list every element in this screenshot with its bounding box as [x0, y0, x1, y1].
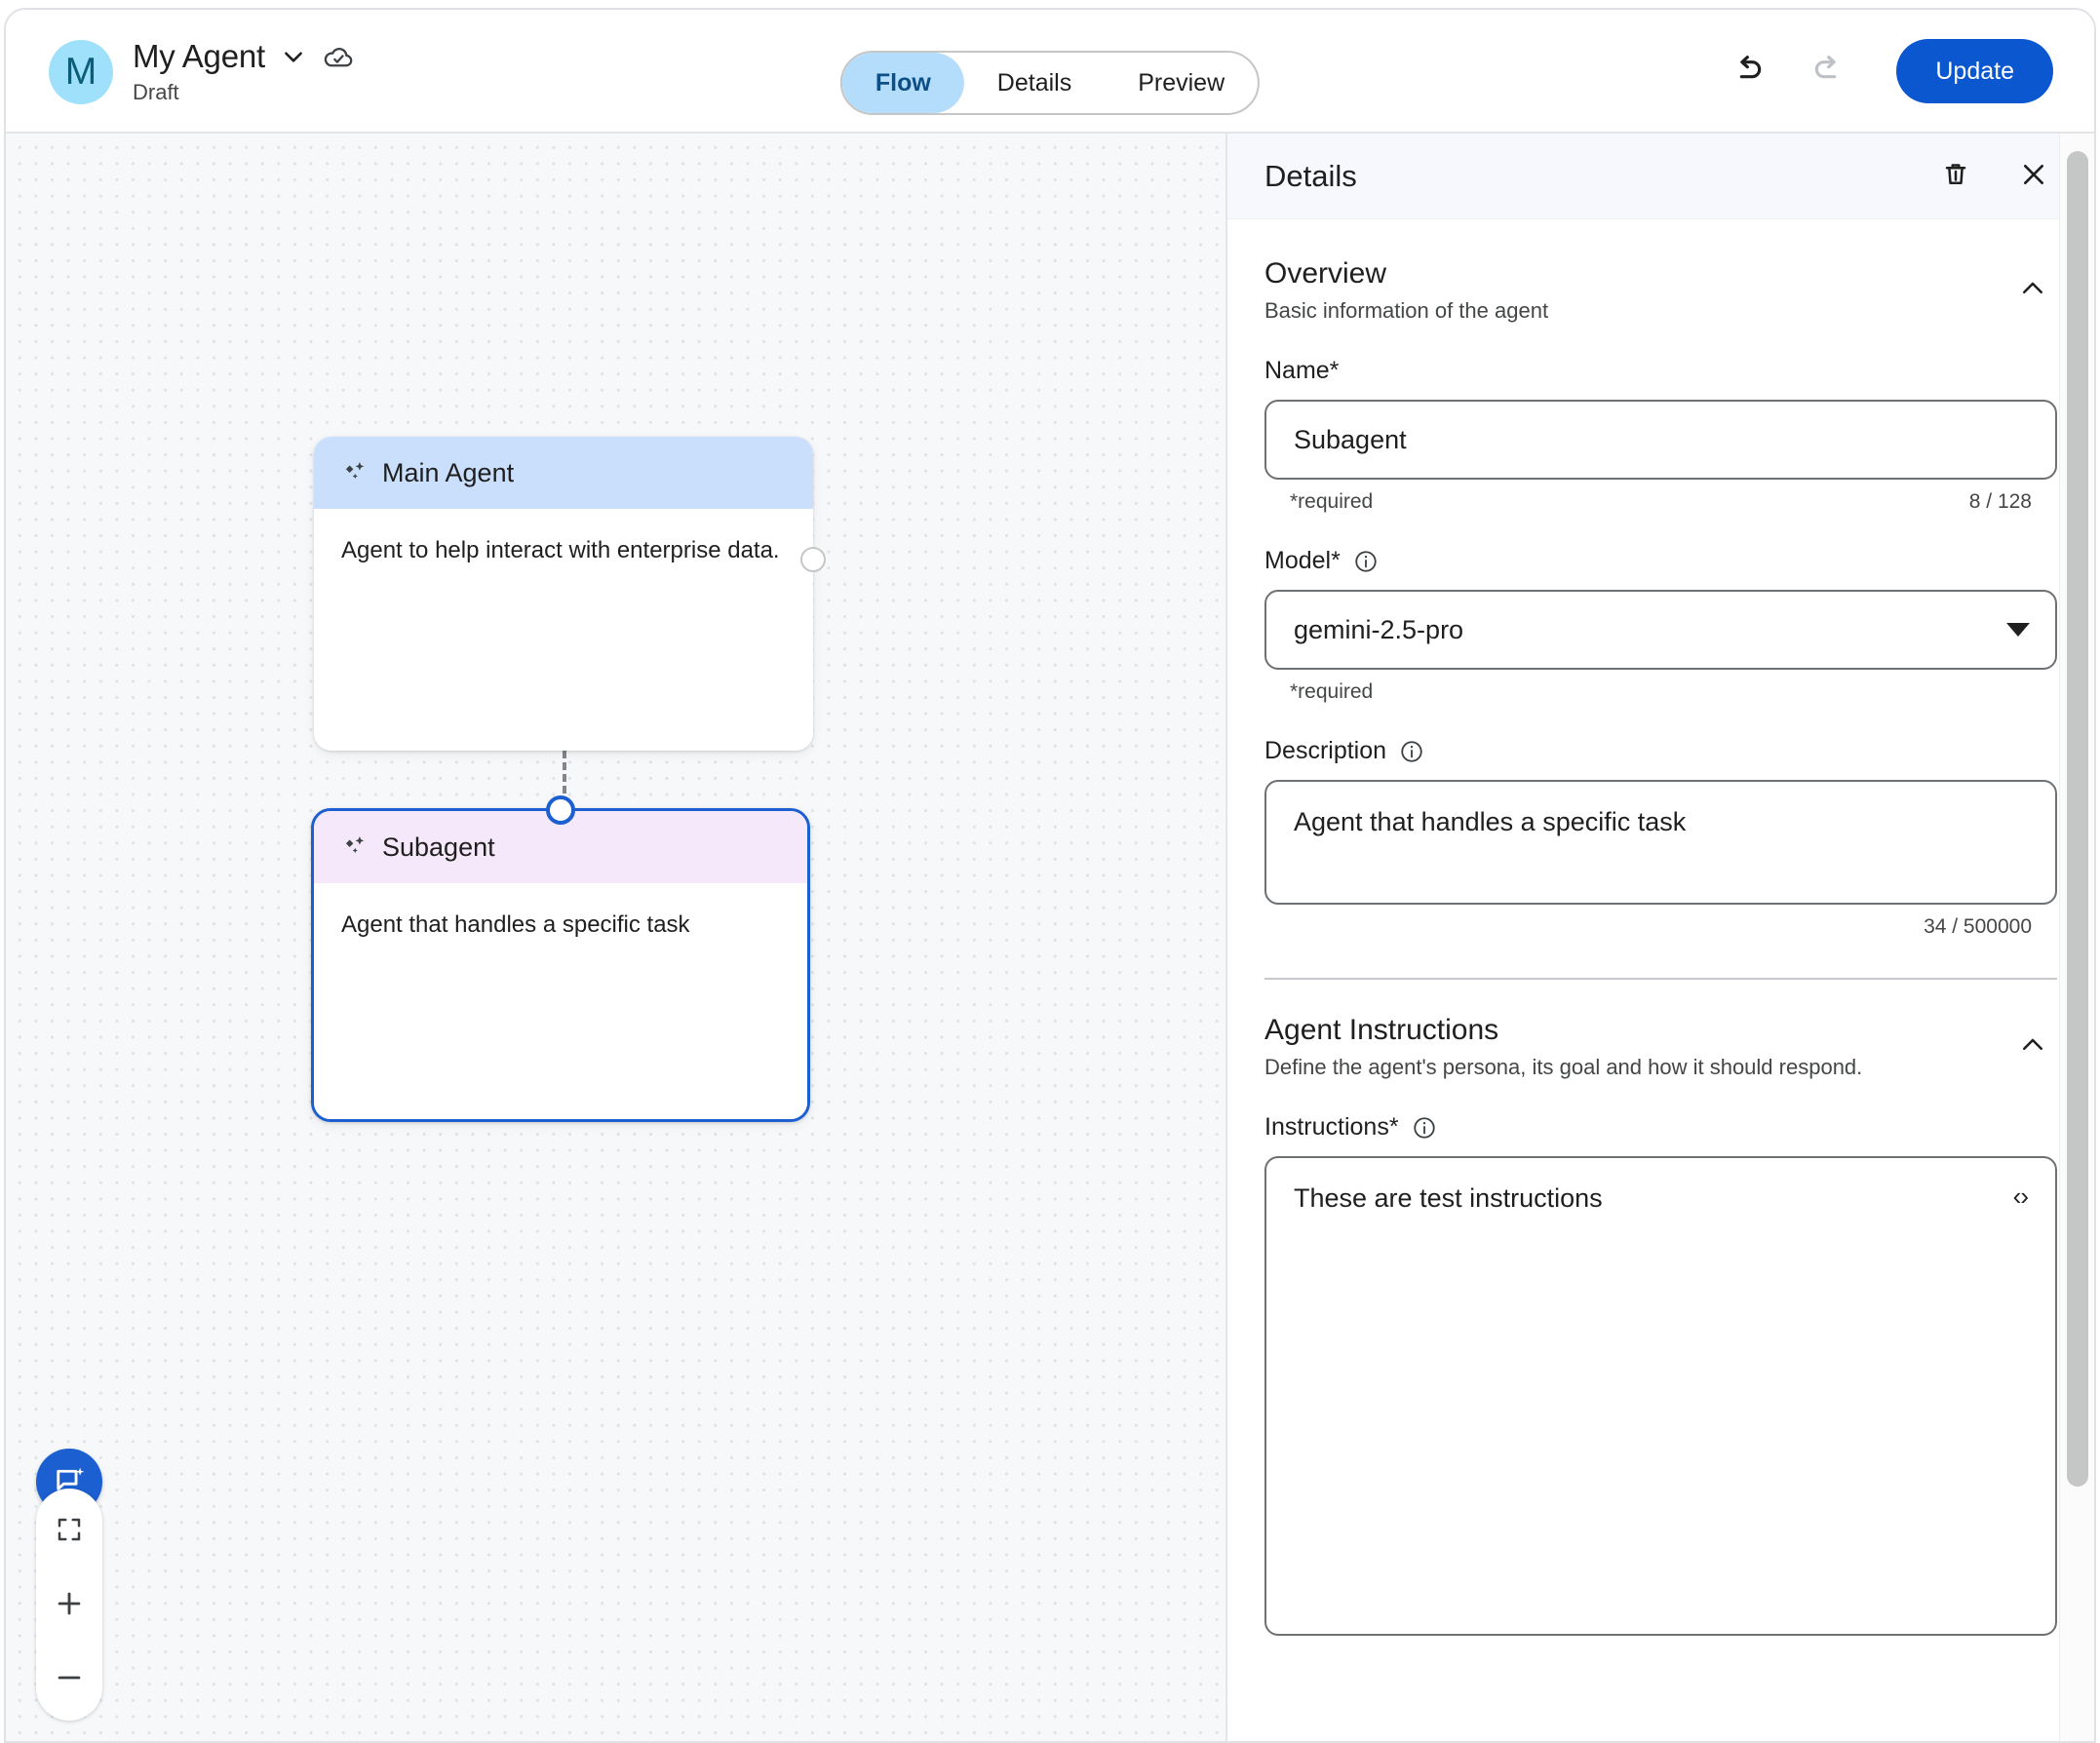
flow-canvas[interactable]: Main Agent Agent to help interact with e… [6, 134, 1227, 1741]
description-label: Description [1264, 737, 1387, 764]
cloud-done-icon [322, 40, 355, 73]
fit-to-screen-button[interactable] [41, 1504, 97, 1557]
top-bar: M My Agent Draft [6, 10, 2094, 134]
dropdown-arrow-icon [2006, 623, 2030, 637]
instructions-field-group: Instructions* These are test instruction… [1264, 1113, 2057, 1636]
tab-preview[interactable]: Preview [1105, 53, 1258, 113]
page-title: My Agent [133, 38, 265, 74]
details-scrollbar-thumb[interactable] [2067, 151, 2088, 1487]
model-selected-value: gemini-2.5-pro [1294, 614, 1464, 644]
name-label: Name* [1264, 357, 1340, 384]
zoom-controls [36, 1489, 102, 1721]
view-tabs: Flow Details Preview [839, 51, 1261, 115]
overview-title: Overview [1264, 257, 1387, 290]
trash-icon [1941, 160, 1970, 192]
close-icon [2018, 159, 2049, 193]
overview-section-header: Overview Basic information of the agent [1264, 256, 2057, 324]
instructions-label: Instructions* [1264, 1113, 1399, 1141]
info-icon[interactable] [1399, 739, 1424, 764]
top-bar-actions: Update [1723, 39, 2053, 103]
agent-title-block: My Agent Draft [133, 38, 355, 105]
description-textarea[interactable]: Agent that handles a specific task [1264, 780, 2057, 905]
details-scrollbar[interactable] [2059, 134, 2094, 1741]
code-brackets-icon[interactable]: ‹› [2012, 1181, 2029, 1211]
overview-collapse-button[interactable] [2008, 264, 2057, 316]
node-description: Agent to help interact with enterprise d… [314, 509, 813, 751]
chat-sparkle-icon [52, 1463, 87, 1501]
overview-subtitle: Basic information of the agent [1264, 298, 1549, 323]
plus-icon [53, 1587, 86, 1623]
redo-icon [1808, 51, 1847, 93]
description-label-row: Description [1264, 737, 2057, 765]
chevron-up-icon [2018, 282, 2047, 306]
node-header: Main Agent [314, 437, 813, 509]
details-panel-title: Details [1264, 158, 1357, 193]
name-input[interactable]: Subagent [1264, 400, 2057, 480]
node-main-agent[interactable]: Main Agent Agent to help interact with e… [314, 437, 826, 751]
details-panel-header: Details [1227, 134, 2094, 219]
instructions-textarea-wrapper[interactable]: These are test instructions ‹› [1264, 1156, 2057, 1636]
zoom-out-button[interactable] [41, 1652, 97, 1705]
node-input-port[interactable] [546, 795, 575, 825]
sparkle-ai-icon [341, 833, 369, 861]
tab-flow[interactable]: Flow [841, 53, 964, 113]
model-required-note: *required [1290, 680, 1374, 703]
description-counter: 34 / 500000 [1924, 915, 2032, 938]
app-body: Main Agent Agent to help interact with e… [6, 134, 2094, 1741]
tab-details[interactable]: Details [964, 53, 1105, 113]
model-label-row: Model* [1264, 547, 2057, 575]
node-subagent[interactable]: Subagent Agent that handles a specific t… [311, 795, 810, 1122]
chevron-down-icon[interactable] [281, 44, 306, 69]
instructions-textarea[interactable]: These are test instructions [1294, 1183, 1603, 1213]
info-icon[interactable] [1412, 1115, 1437, 1141]
undo-icon [1729, 51, 1768, 93]
node-title: Main Agent [382, 457, 515, 487]
node-description: Agent that handles a specific task [314, 883, 807, 1119]
section-divider [1264, 978, 2057, 980]
undo-button[interactable] [1723, 46, 1773, 97]
instructions-label-row: Instructions* [1264, 1113, 2057, 1142]
app-window: M My Agent Draft [4, 8, 2096, 1743]
sparkle-ai-icon [341, 459, 369, 486]
status-badge: Draft [133, 80, 179, 105]
instructions-section-subtitle: Define the agent's persona, its goal and… [1264, 1055, 1863, 1079]
name-field-group: Name* Subagent *required 8 / 128 [1264, 357, 2057, 514]
details-panel: Details [1227, 134, 2094, 1741]
node-output-port[interactable] [800, 547, 826, 572]
avatar: M [49, 40, 113, 105]
zoom-in-button[interactable] [41, 1578, 97, 1631]
name-required-note: *required [1290, 490, 1374, 513]
minus-icon [53, 1661, 86, 1697]
node-title: Subagent [382, 832, 495, 862]
description-field-group: Description Agent that handles a specifi… [1264, 737, 2088, 1739]
node-connector-edge [563, 751, 566, 829]
name-counter: 8 / 128 [1968, 490, 2032, 513]
instructions-section-header: Agent Instructions Define the agent's pe… [1264, 1013, 2057, 1080]
model-label: Model* [1264, 547, 1341, 574]
fit-to-screen-icon [55, 1515, 84, 1547]
agent-identity: M My Agent Draft [49, 38, 355, 105]
model-field-group: Model* gemini-2.5-pro [1264, 547, 2057, 704]
chevron-up-icon [2018, 1038, 2047, 1063]
details-panel-body: Overview Basic information of the agent … [1227, 219, 2094, 1741]
instructions-section-title: Agent Instructions [1264, 1014, 1499, 1046]
delete-button[interactable] [1930, 151, 1981, 202]
redo-button[interactable] [1803, 46, 1853, 97]
info-icon[interactable] [1353, 549, 1379, 574]
close-button[interactable] [2008, 151, 2059, 202]
instructions-collapse-button[interactable] [2008, 1021, 2057, 1072]
model-select[interactable]: gemini-2.5-pro [1264, 590, 2057, 670]
update-button[interactable]: Update [1896, 39, 2053, 103]
node-header: Subagent [314, 811, 807, 883]
